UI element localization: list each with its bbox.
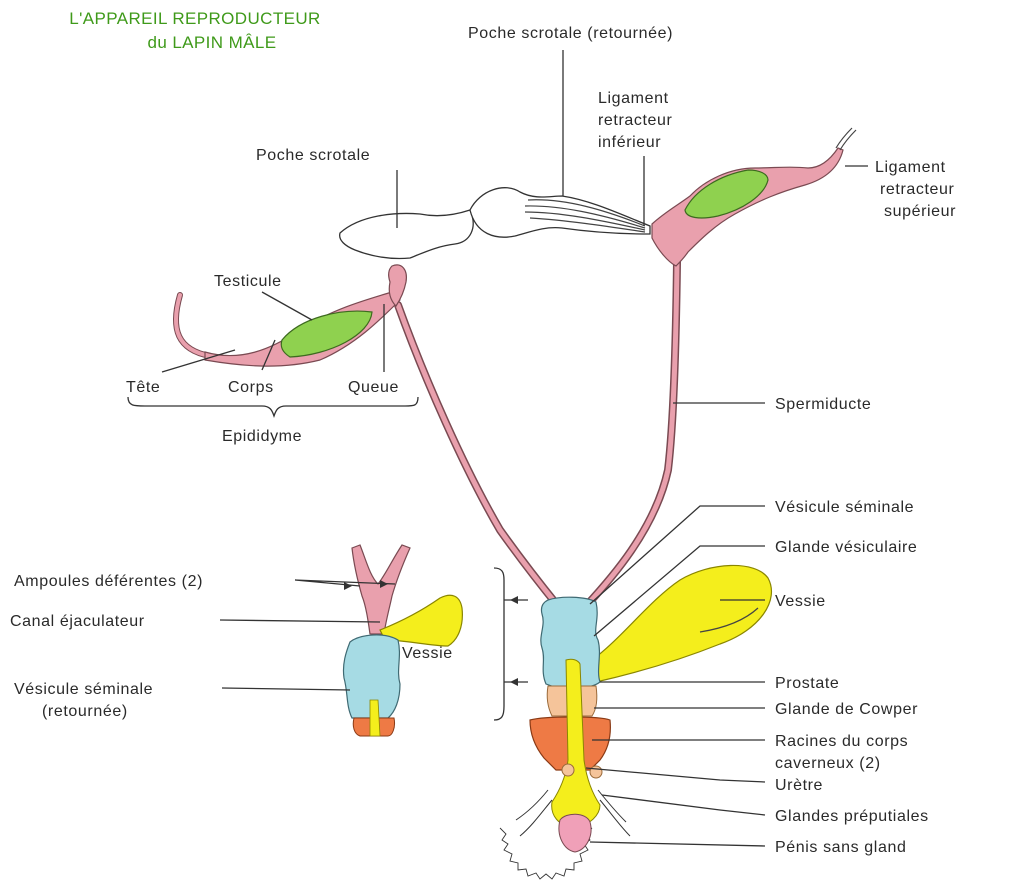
left-testis-group [176, 265, 406, 366]
label-poche-scrotale-retournee: Poche scrotale (retournée) [468, 25, 673, 42]
label-canal: Canal éjaculateur [10, 613, 145, 630]
label-ligament-inferieur-1: Ligament [598, 90, 669, 107]
label-racines-1: Racines du corps [775, 733, 908, 750]
spermiducts [398, 262, 677, 606]
title-line-1: L'APPAREIL REPRODUCTEUR [69, 9, 320, 28]
epididymis-brace [128, 397, 418, 416]
label-vesicule-retournee-1: Vésicule séminale [14, 681, 153, 698]
label-glande-vesiculaire: Glande vésiculaire [775, 539, 917, 556]
leader-vesicule-retournee [222, 688, 350, 690]
right-testis-group [652, 128, 856, 266]
leader-preputiales [602, 795, 765, 815]
label-ampoules: Ampoules déférentes (2) [14, 573, 203, 590]
inset-organs [343, 545, 462, 736]
label-ligament-inferieur-3: inférieur [598, 134, 661, 151]
left-testis [281, 311, 372, 357]
label-tete: Tête [126, 379, 160, 396]
label-vessie-inset: Vessie [402, 645, 453, 662]
label-ligament-superieur-2: retracteur [880, 181, 955, 198]
label-vessie: Vessie [775, 593, 826, 610]
leader-penis [590, 842, 765, 846]
label-prostate: Prostate [775, 675, 839, 692]
label-penis: Pénis sans gland [775, 839, 906, 856]
label-corps: Corps [228, 379, 274, 396]
label-epididyme: Epididyme [222, 428, 302, 445]
label-ligament-superieur-3: supérieur [884, 203, 956, 220]
label-spermiducte: Spermiducte [775, 396, 871, 413]
label-ligament-superieur-1: Ligament [875, 159, 946, 176]
organ-stack [500, 565, 771, 879]
penis [559, 814, 591, 852]
label-ligament-inferieur-2: retracteur [598, 112, 673, 129]
leader-canal [220, 620, 380, 622]
label-uretre: Urètre [775, 777, 823, 794]
bracket-arrowheads [510, 596, 518, 686]
diagram-title: L'APPAREIL REPRODUCTEUR du LAPIN MÂLE [69, 9, 320, 52]
leader-uretre [586, 768, 765, 782]
brackets [128, 397, 528, 720]
label-glandes-preputiales: Glandes préputiales [775, 808, 929, 825]
label-queue: Queue [348, 379, 399, 396]
right-testis [685, 170, 768, 218]
label-poche-scrotale: Poche scrotale [256, 147, 370, 164]
leader-testicule [262, 292, 312, 320]
inset-bracket [494, 568, 504, 720]
title-line-2: du LAPIN MÂLE [148, 33, 277, 52]
labels: Poche scrotale (retournée) Ligament retr… [10, 25, 956, 856]
bladder [592, 565, 771, 682]
right-cord-and-epididymis [652, 148, 843, 266]
central-scrotal-pouch [470, 188, 650, 237]
scrotal-pouches [340, 188, 650, 259]
label-racines-2: caverneux (2) [775, 755, 881, 772]
label-vesicule-seminale: Vésicule séminale [775, 499, 914, 516]
label-vesicule-retournee-2: (retournée) [42, 703, 128, 720]
label-testicule: Testicule [214, 273, 282, 290]
left-scrotal-pouch [340, 210, 474, 259]
label-glande-cowper: Glande de Cowper [775, 701, 918, 718]
left-cord [389, 265, 407, 306]
